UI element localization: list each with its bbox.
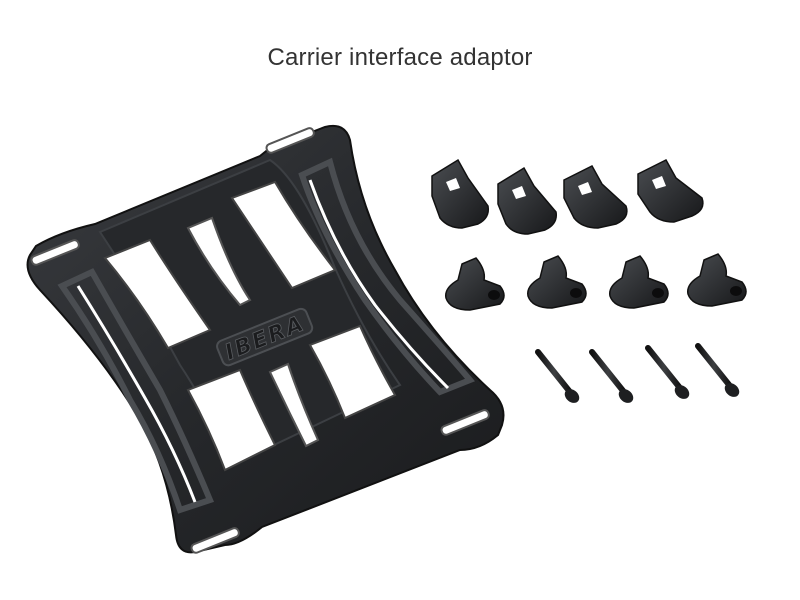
bolt — [589, 349, 634, 403]
hook-bracket — [445, 257, 505, 311]
hook-bracket — [527, 255, 587, 309]
mounting-clip — [431, 158, 490, 229]
bolt — [535, 349, 580, 403]
hook-bracket — [609, 255, 669, 309]
mounting-clips-row — [431, 158, 704, 235]
adaptor-plate: IBERA — [26, 124, 505, 554]
bolts-row — [535, 343, 740, 403]
mounting-clip — [637, 159, 704, 223]
hook-brackets-row — [445, 253, 747, 311]
hook-bracket — [687, 253, 747, 307]
caption-title: Carrier interface adaptor — [267, 44, 533, 71]
bolt — [645, 345, 690, 399]
mounting-clip — [563, 165, 628, 229]
mounting-clip — [497, 166, 558, 235]
bolt — [695, 343, 740, 397]
